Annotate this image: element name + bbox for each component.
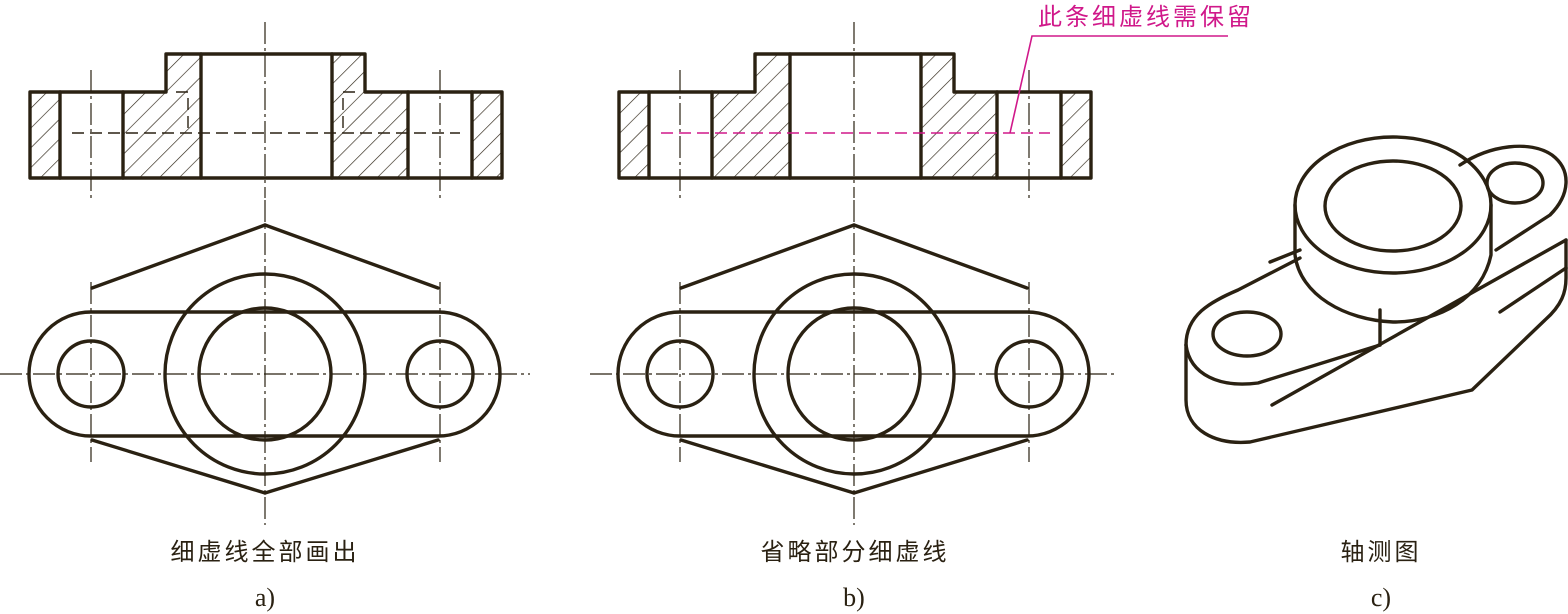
view-a-section: [28, 22, 504, 198]
view-a-caption: 细虚线全部画出: [171, 538, 360, 566]
view-c-label: c): [1371, 583, 1391, 612]
view-b: 此条细虚线需保留 省略部分细虚线 b): [590, 3, 1254, 612]
view-b-section: [617, 22, 1093, 198]
view-c-caption: 轴测图: [1341, 538, 1422, 566]
view-a-label: a): [255, 583, 275, 612]
annotation-callout: 此条细虚线需保留: [1009, 3, 1254, 134]
view-c-isometric: 轴测图 c): [1184, 135, 1568, 612]
view-a-top: [0, 200, 530, 525]
annotation-text: 此条细虚线需保留: [1038, 3, 1254, 31]
view-b-label: b): [843, 583, 865, 612]
view-a: 细虚线全部画出 a): [0, 22, 530, 612]
view-b-top: [590, 200, 1118, 525]
view-b-caption: 省略部分细虚线: [761, 538, 950, 566]
